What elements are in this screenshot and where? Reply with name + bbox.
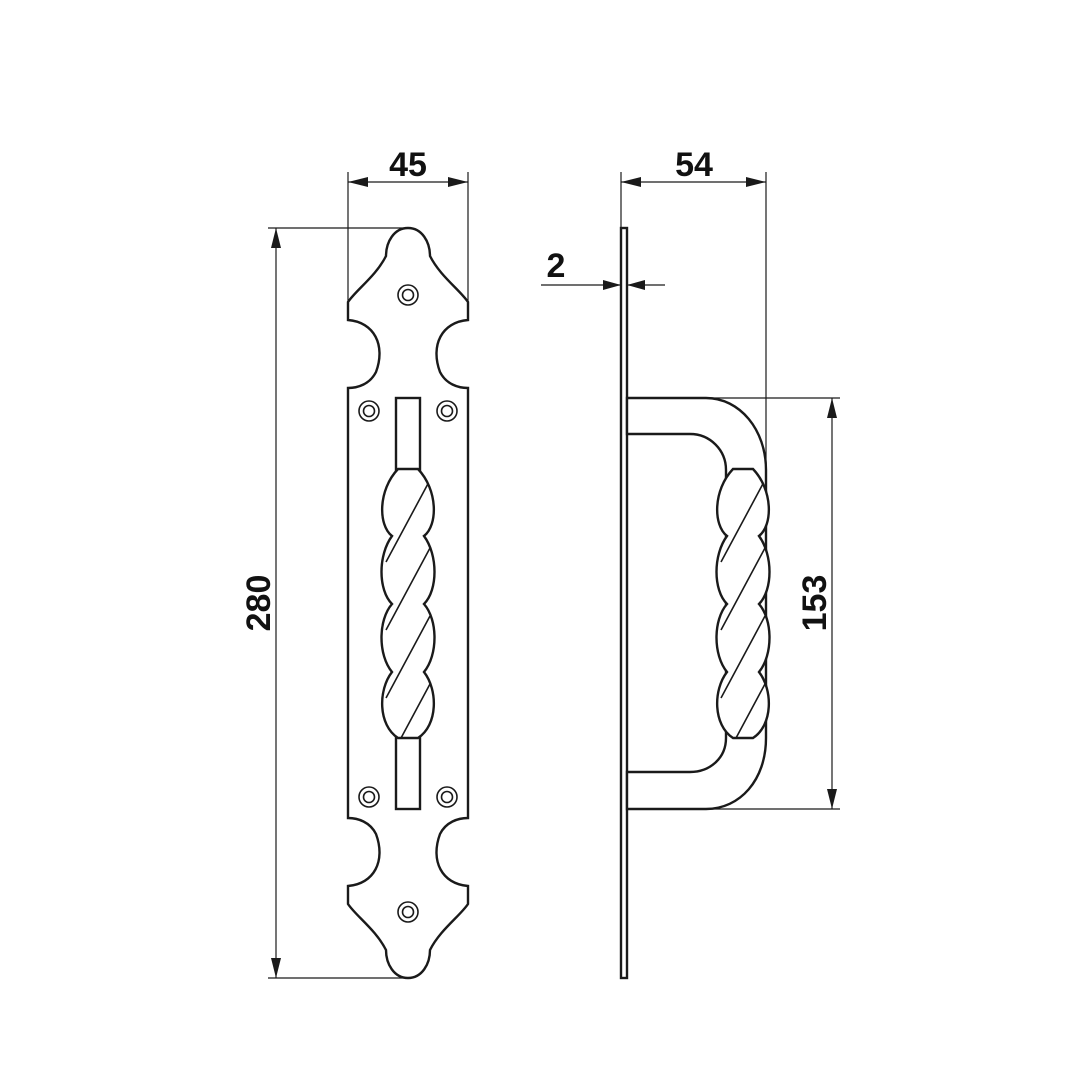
twisted-grip-side (715, 467, 771, 740)
screw-hole-bottom (397, 901, 419, 923)
side-view (619, 226, 771, 980)
dimension-label-280: 280 (240, 575, 278, 632)
dimension-label-2: 2 (547, 247, 566, 285)
screw-hole-lower-right (436, 786, 458, 808)
dimension-plate-thickness: 2 (541, 247, 665, 290)
front-view (346, 226, 470, 980)
dimension-front-width: 45 (347, 146, 469, 320)
handle-bar-lower (394, 734, 422, 811)
handle-bar-upper (394, 396, 422, 473)
dimension-label-153: 153 (796, 575, 834, 632)
screw-hole-upper-right (436, 400, 458, 422)
dimension-side-depth: 54 (620, 146, 767, 470)
screw-hole-top (397, 284, 419, 306)
dimension-label-45: 45 (389, 146, 427, 184)
dimension-label-54: 54 (675, 146, 713, 184)
twisted-grip-front (380, 467, 436, 740)
dimension-overall-height: 280 (240, 227, 408, 979)
dimension-handle-span: 153 (706, 397, 840, 810)
side-plate (619, 226, 629, 980)
screw-hole-lower-left (358, 786, 380, 808)
screw-hole-upper-left (358, 400, 380, 422)
